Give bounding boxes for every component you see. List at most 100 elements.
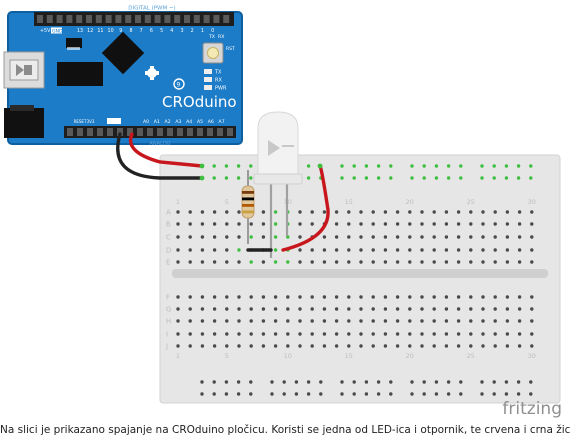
breadboard-hole	[273, 235, 278, 239]
analog-header-pins	[67, 128, 233, 136]
rail-hole	[410, 176, 414, 180]
breadboard-hole	[530, 248, 534, 252]
breadboard-hole	[432, 222, 436, 226]
rail-hole	[212, 392, 216, 396]
breadboard-hole	[286, 344, 290, 348]
breadboard-hole	[298, 248, 302, 252]
breadboard-hole	[517, 260, 522, 264]
breadboard-hole	[408, 260, 412, 264]
rail-hole	[459, 380, 463, 384]
breadboard-hole	[481, 332, 485, 336]
breadboard-hole	[505, 248, 510, 252]
header-pin	[227, 128, 233, 136]
header-pin	[154, 15, 161, 23]
row-letter: J	[165, 343, 168, 351]
breadboard-hole	[395, 319, 400, 323]
breadboard-hole	[395, 307, 400, 311]
breadboard-hole	[212, 235, 217, 239]
column-number: 1	[176, 352, 180, 360]
croduino-logo-icon: 9	[145, 66, 185, 90]
breadboard-hole	[505, 319, 510, 323]
breadboard-hole	[505, 235, 510, 239]
digital-pin-label: 6	[150, 28, 153, 34]
breadboard-hole	[298, 319, 302, 323]
breadboard-hole	[408, 332, 412, 336]
breadboard-hole	[359, 319, 363, 323]
column-number: 20	[406, 352, 414, 360]
breadboard-hole	[469, 307, 473, 311]
breadboard-hole	[420, 319, 424, 323]
breadboard-hole	[249, 295, 253, 299]
breadboard-hole	[493, 248, 497, 252]
breadboard-hole	[200, 307, 205, 311]
rail-hole	[504, 176, 509, 180]
header-pin	[164, 15, 171, 23]
header-pin	[174, 15, 181, 23]
breadboard-hole	[456, 210, 461, 214]
breadboard-hole	[310, 210, 314, 214]
breadboard-hole	[322, 210, 327, 214]
rst-label: RST	[226, 46, 235, 52]
rail-hole	[434, 392, 439, 396]
rail-hole	[529, 380, 533, 384]
breadboard-hole	[322, 307, 327, 311]
breadboard-hole	[432, 248, 436, 252]
breadboard-hole	[225, 307, 229, 311]
analog-pin-label: A1	[154, 119, 160, 125]
header-pin	[147, 128, 153, 136]
breadboard-hole	[310, 260, 314, 264]
breadboard-hole	[188, 235, 192, 239]
breadboard-hole	[493, 260, 497, 264]
gnd-highlight	[51, 27, 62, 34]
rail-hole	[306, 380, 311, 384]
breadboard-hole	[322, 332, 327, 336]
breadboard-hole	[359, 295, 363, 299]
rail-hole	[459, 392, 463, 396]
breadboard-hole	[176, 210, 180, 214]
breadboard-hole	[225, 248, 229, 252]
breadboard-hole	[383, 332, 388, 336]
breadboard-hole	[383, 319, 388, 323]
rail-hole	[516, 176, 521, 180]
breadboard-hole	[261, 319, 266, 323]
breadboard-hole	[334, 222, 339, 226]
rail-hole	[294, 380, 299, 384]
breadboard-hole	[249, 319, 253, 323]
breadboard-hole	[383, 222, 388, 226]
breadboard-hole	[261, 295, 266, 299]
breadboard-hole	[505, 295, 510, 299]
breadboard-hole	[249, 307, 253, 311]
usb-chip	[57, 62, 103, 86]
breadboard-hole	[176, 235, 180, 239]
breadboard-hole	[261, 260, 266, 264]
rail-hole	[516, 392, 521, 396]
rail-hole	[446, 380, 451, 384]
breadboard-hole	[249, 260, 253, 264]
rail-hole	[224, 392, 229, 396]
rail-hole	[434, 164, 439, 168]
breadboard-hole	[188, 344, 192, 348]
rail-hole	[516, 380, 521, 384]
digital-pin-label: 3	[180, 28, 183, 34]
breadboard-hole	[347, 319, 351, 323]
breadboard-hole	[408, 248, 412, 252]
header-pin	[127, 128, 133, 136]
breadboard-hole	[188, 222, 192, 226]
breadboard-hole	[249, 332, 253, 336]
breadboard-hole	[432, 295, 436, 299]
breadboard-hole	[456, 344, 461, 348]
header-pin	[167, 128, 173, 136]
breadboard-hole	[420, 210, 424, 214]
breadboard-hole	[298, 210, 302, 214]
breadboard-hole	[237, 295, 241, 299]
breadboard-hole	[383, 295, 388, 299]
breadboard-hole	[359, 344, 363, 348]
breadboard-hole	[273, 260, 278, 264]
breadboard-hole	[420, 235, 424, 239]
figure-caption: Na slici je prikazano spajanje na CROdui…	[0, 424, 570, 436]
breadboard-hole	[200, 222, 205, 226]
resistor-band	[242, 197, 254, 201]
breadboard-hole	[273, 332, 278, 336]
rail-hole	[270, 380, 274, 384]
